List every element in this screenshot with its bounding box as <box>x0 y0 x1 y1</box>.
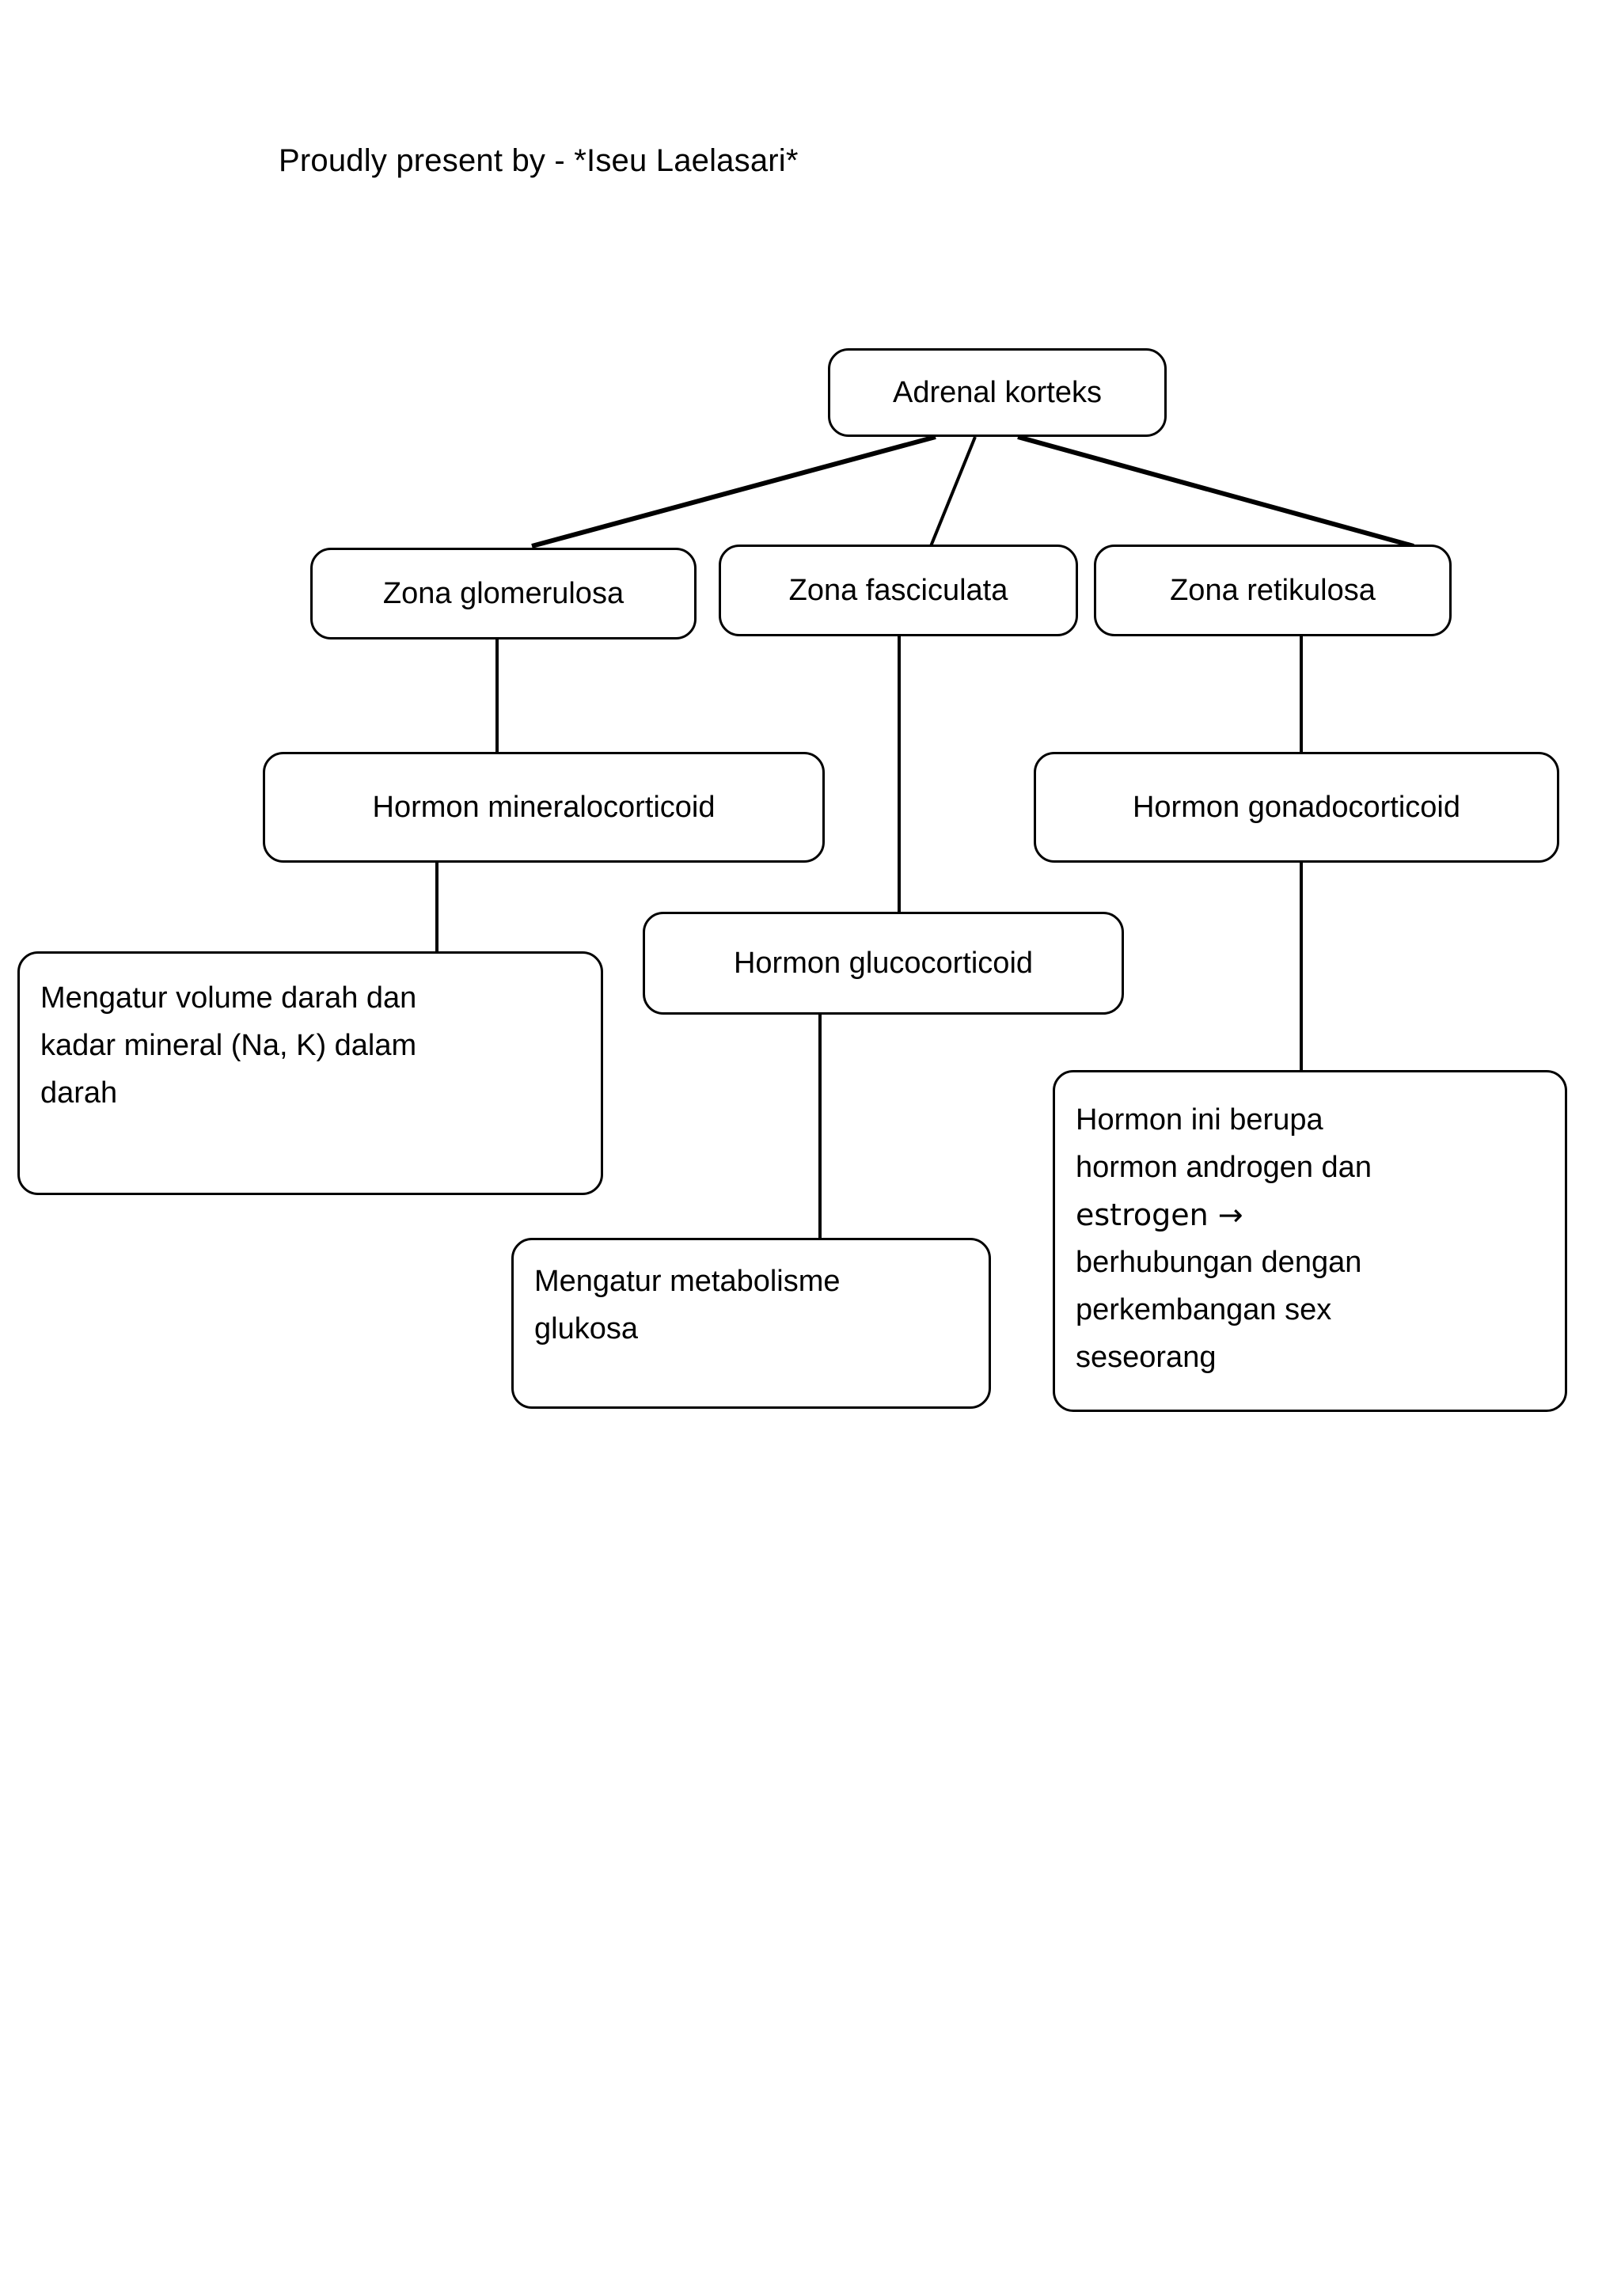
node-zona-fasciculata[interactable]: Zona fasciculata <box>719 545 1078 636</box>
node-label-line: Mengatur metabolisme <box>534 1265 841 1298</box>
edge-root-to-glomerulosa <box>531 435 936 548</box>
node-fungsi-glucocorticoid[interactable]: Mengatur metabolisme glukosa <box>511 1238 991 1409</box>
node-label: Zona fasciculata <box>788 573 1008 607</box>
node-label-line-with-arrow-icon: estrogen → <box>1076 1197 1243 1233</box>
node-label-line: Mengatur volume darah dan <box>40 981 417 1015</box>
node-label-line: Hormon ini berupa <box>1076 1103 1323 1137</box>
node-adrenal-korteks[interactable]: Adrenal korteks <box>828 348 1167 437</box>
byline-text: Proudly present by - *Iseu Laelasari* <box>279 143 799 178</box>
node-label: Hormon glucocorticoid <box>733 946 1034 980</box>
node-label-line: perkembangan sex <box>1076 1293 1332 1327</box>
node-fungsi-gonadocorticoid[interactable]: Hormon ini berupa hormon androgen dan es… <box>1053 1070 1567 1412</box>
node-label-line: kadar mineral (Na, K) dalam <box>40 1029 417 1063</box>
node-label-line: hormon androgen dan <box>1076 1151 1372 1185</box>
node-label: Hormon mineralocorticoid <box>372 790 716 824</box>
node-zona-glomerulosa[interactable]: Zona glomerulosa <box>310 548 697 639</box>
node-multiline-label: Mengatur metabolisme glukosa <box>514 1258 989 1353</box>
edge-root-to-retikulosa <box>1017 435 1414 548</box>
node-label: Zona glomerulosa <box>382 576 624 610</box>
node-label: Adrenal korteks <box>892 375 1102 409</box>
node-label-line: glukosa <box>534 1312 638 1346</box>
node-label: Zona retikulosa <box>1170 573 1376 607</box>
node-label-line: darah <box>40 1076 118 1110</box>
node-multiline-label: Mengatur volume darah dan kadar mineral … <box>20 974 601 1117</box>
node-hormon-gonadocorticoid[interactable]: Hormon gonadocorticoid <box>1034 752 1559 863</box>
node-label-line-overflow: seseorang <box>1076 1341 1217 1375</box>
node-zona-retikulosa[interactable]: Zona retikulosa <box>1094 545 1452 636</box>
node-label: Hormon gonadocorticoid <box>1132 790 1460 824</box>
node-multiline-label: Hormon ini berupa hormon androgen dan es… <box>1055 1096 1565 1381</box>
node-label-line: berhubungan dengan <box>1076 1246 1362 1280</box>
edge-root-to-fasciculata <box>929 436 977 547</box>
node-hormon-glucocorticoid[interactable]: Hormon glucocorticoid <box>643 912 1124 1015</box>
node-fungsi-mineralocorticoid[interactable]: Mengatur volume darah dan kadar mineral … <box>17 951 603 1195</box>
node-hormon-mineralocorticoid[interactable]: Hormon mineralocorticoid <box>263 752 825 863</box>
